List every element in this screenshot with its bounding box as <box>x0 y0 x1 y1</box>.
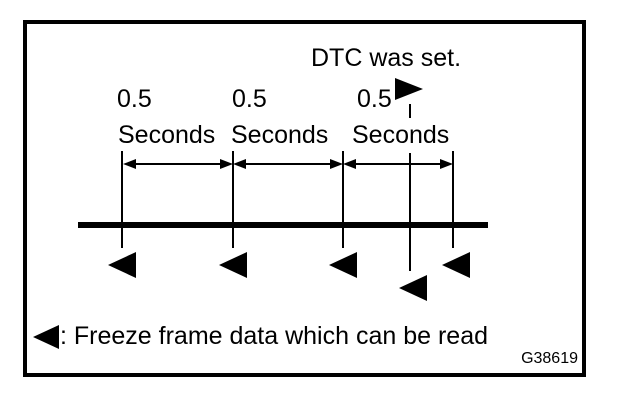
arrow-shaft <box>246 162 330 165</box>
arrowhead-left-icon <box>123 158 136 169</box>
interval-value-label-2: 0.5 <box>232 85 267 113</box>
arrowhead-left-icon <box>233 158 246 169</box>
interval-unit-label-1: Seconds <box>118 121 216 149</box>
dtc-set-label: DTC was set. <box>311 44 462 72</box>
interval-unit-label-3: Seconds <box>352 121 450 149</box>
interval-arrow-1 <box>123 158 233 169</box>
arrowhead-right-icon <box>220 158 233 169</box>
freeze-frame-marker-icon-3 <box>329 252 357 278</box>
freeze-frame-marker-icon-1 <box>108 252 136 278</box>
diagram-frame <box>23 20 586 377</box>
figure-id-label: G38619 <box>521 350 578 367</box>
tick-line-3 <box>342 151 344 248</box>
arrow-shaft <box>136 162 220 165</box>
tick-line-4 <box>452 151 454 248</box>
tick-line-2 <box>232 151 234 248</box>
interval-value-label-1: 0.5 <box>117 85 152 113</box>
interval-unit-label-2: Seconds <box>231 121 329 149</box>
tick-line-1 <box>121 151 123 248</box>
freeze-frame-marker-icon-2 <box>219 252 247 278</box>
timeline-bar <box>78 222 488 228</box>
dtc-set-marker-icon <box>395 78 423 100</box>
legend-label: : Freeze frame data which can be read <box>60 322 489 350</box>
arrowhead-right-icon <box>330 158 343 169</box>
interval-value-label-3: 0.5 <box>357 85 392 113</box>
arrow-shaft <box>356 162 440 165</box>
dtc-leader-dash <box>409 104 411 118</box>
arrowhead-right-icon <box>440 158 453 169</box>
freeze-frame-marker-icon-4 <box>399 275 427 301</box>
interval-arrow-3 <box>343 158 453 169</box>
interval-arrow-2 <box>233 158 343 169</box>
dtc-event-line <box>409 153 411 271</box>
freeze-frame-marker-icon-5 <box>442 252 470 278</box>
legend-freeze-frame-marker-icon <box>33 325 59 349</box>
arrowhead-left-icon <box>343 158 356 169</box>
